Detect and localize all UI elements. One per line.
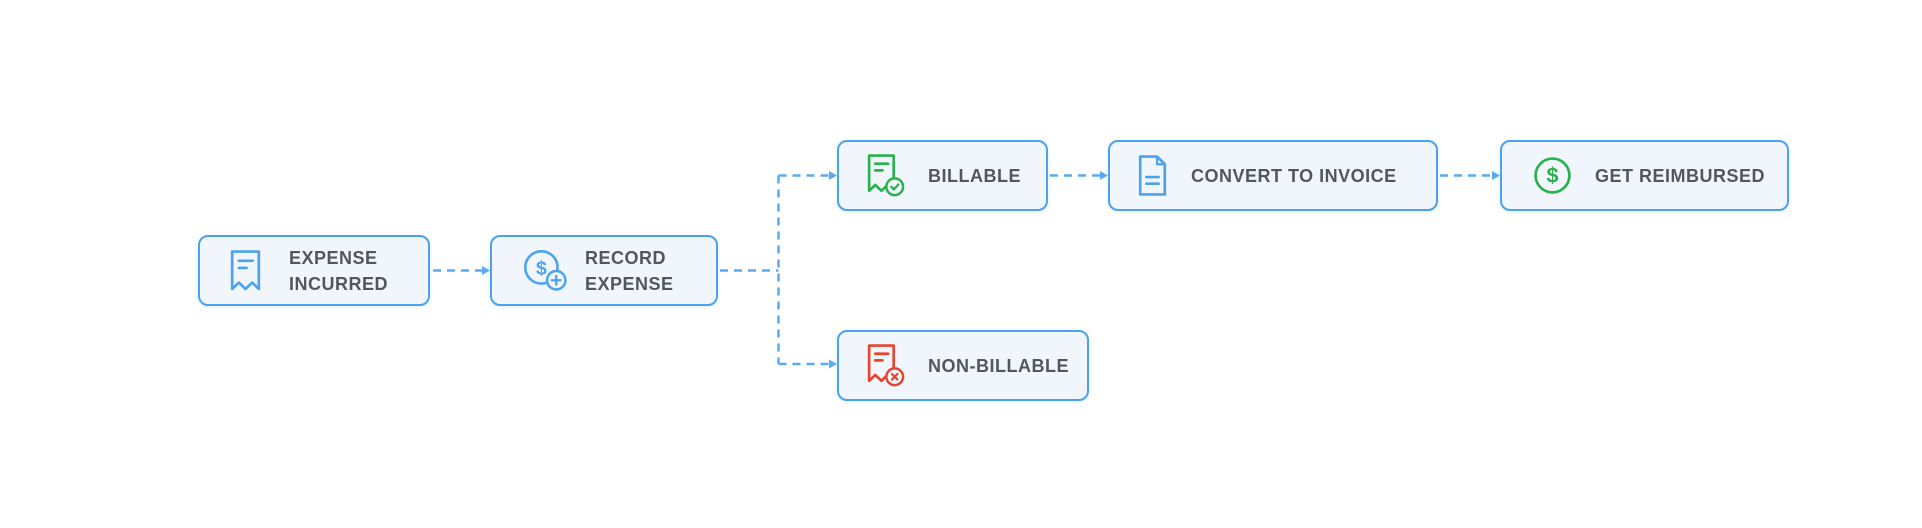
node-get-reimbursed: $ GET REIMBURSED xyxy=(1500,140,1789,211)
node-label: EXPENSE INCURRED xyxy=(289,247,389,294)
node-non-billable: NON-BILLABLE xyxy=(837,330,1089,401)
add-expense-icon: $ xyxy=(522,248,569,293)
node-label: RECORD EXPENSE xyxy=(585,247,674,294)
receipt-cross-icon xyxy=(865,343,906,388)
node-expense-incurred: EXPENSE INCURRED xyxy=(198,235,430,306)
receipt-check-icon xyxy=(865,153,906,198)
node-billable: BILLABLE xyxy=(837,140,1048,211)
node-record-expense: $ RECORD EXPENSE xyxy=(490,235,718,306)
svg-text:$: $ xyxy=(536,257,547,279)
svg-text:$: $ xyxy=(1547,164,1559,188)
receipt-icon xyxy=(228,249,263,292)
node-label: NON-BILLABLE xyxy=(928,355,1069,376)
invoice-document-icon xyxy=(1136,154,1169,197)
node-label: BILLABLE xyxy=(928,165,1021,186)
dollar-circle-icon: $ xyxy=(1532,155,1573,196)
node-convert-to-invoice: CONVERT TO INVOICE xyxy=(1108,140,1438,211)
node-label: GET REIMBURSED xyxy=(1595,165,1766,186)
node-label: CONVERT TO INVOICE xyxy=(1191,165,1397,186)
